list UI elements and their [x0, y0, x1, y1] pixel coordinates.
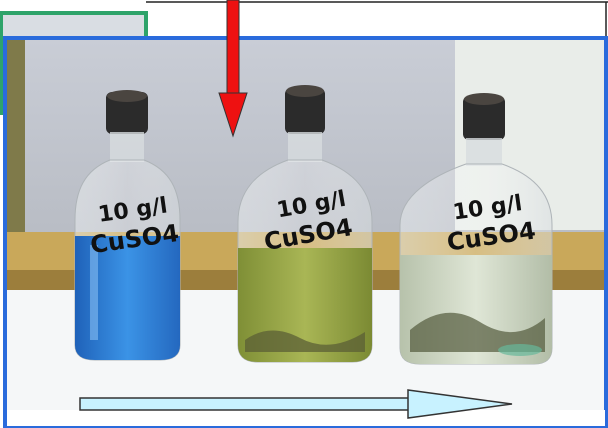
caption-strip — [7, 410, 605, 426]
bottle-1-cork-top — [107, 90, 147, 102]
bottle-3 — [399, 93, 553, 365]
bottle-1-cork — [106, 92, 148, 134]
photo: 10 g/l CuSO4 10 g/l CuSO4 10 g/l CuSO4 — [7, 40, 605, 426]
right-arrow-shaft — [79, 397, 411, 411]
bottle-3-neck — [466, 138, 502, 166]
down-arrow-head — [218, 92, 248, 138]
bottle-1-neck — [110, 132, 144, 162]
bottle-3-cork-top — [464, 93, 504, 105]
bottle-2-sediment — [245, 330, 365, 352]
bottle-1 — [74, 90, 181, 361]
bottle-2-cork — [285, 88, 325, 134]
bottle-1-liquid — [75, 236, 180, 360]
left-shadow — [7, 40, 25, 250]
down-arrow — [218, 0, 248, 138]
bottle-2-cork-top — [286, 85, 324, 97]
bottle-2 — [237, 85, 373, 363]
right-arrow — [79, 389, 513, 419]
bottle-1-highlight — [90, 245, 98, 340]
bottle-1-label: 10 g/l CuSO4 — [89, 193, 181, 259]
bottle-2-neck — [288, 132, 322, 162]
down-arrow-shaft — [226, 0, 240, 96]
bottle-3-sediment — [410, 312, 545, 352]
right-arrow-head — [407, 389, 513, 419]
bottle-3-crystals — [498, 344, 542, 356]
bottle-3-cork — [463, 96, 505, 140]
